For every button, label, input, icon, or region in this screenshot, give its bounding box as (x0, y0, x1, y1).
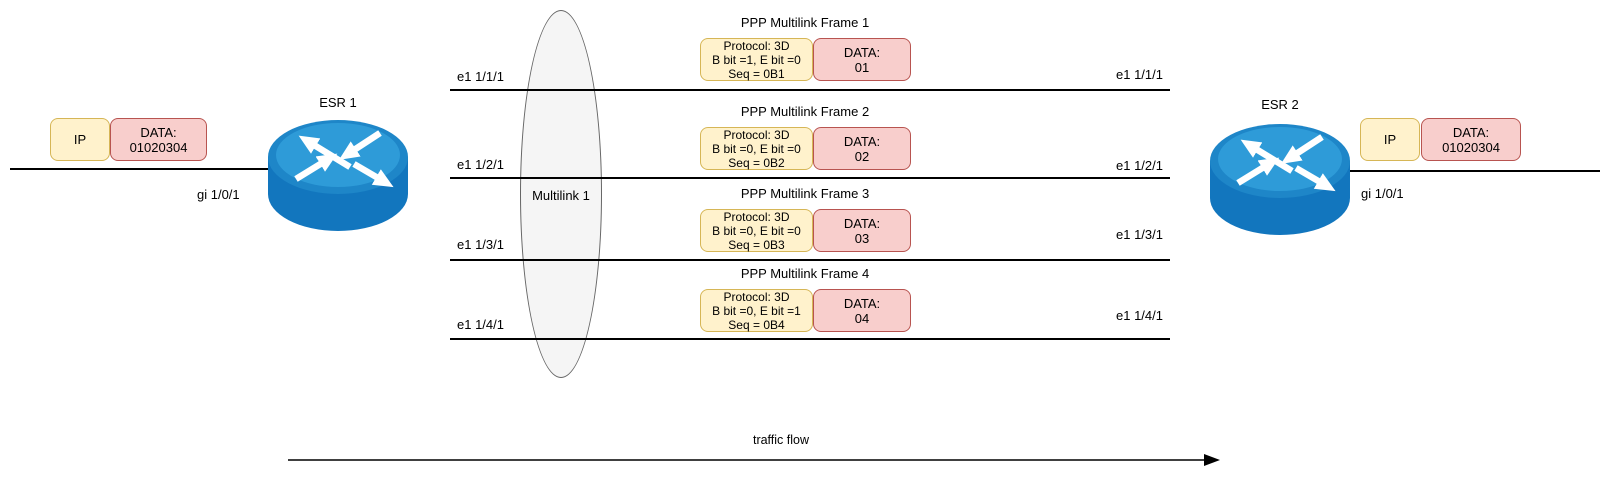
data-label: DATA: (1452, 124, 1490, 140)
seq-field: Seq = 0B3 (728, 237, 785, 252)
link-label-right-2: e1 1/2/1 (1116, 158, 1163, 173)
protocol-field: Protocol: 3D (723, 38, 790, 53)
link-line-3 (450, 259, 1170, 261)
link-label-right-3: e1 1/3/1 (1116, 227, 1163, 242)
frame-title-1: PPP Multilink Frame 1 (740, 15, 870, 30)
left-ip-header-box: IP (50, 118, 110, 161)
link-label-left-2: e1 1/2/1 (457, 157, 504, 172)
data-label: DATA: (843, 44, 881, 60)
data-value: 01 (854, 59, 870, 75)
frame-data-box-4: DATA: 04 (813, 289, 911, 332)
protocol-field: Protocol: 3D (723, 127, 790, 142)
frame-protocol-box-3: Protocol: 3D B bit =0, E bit =0 Seq = 0B… (700, 209, 813, 252)
data-value: 01020304 (1442, 139, 1500, 155)
link-label-left-3: e1 1/3/1 (457, 237, 504, 252)
link-line-4 (450, 338, 1170, 340)
left-access-link-line (10, 168, 270, 170)
traffic-flow-label: traffic flow (752, 433, 810, 447)
multilink-bundle-ellipse (520, 10, 602, 378)
frame-data-box-2: DATA: 02 (813, 127, 911, 170)
be-bits-field: B bit =0, E bit =0 (712, 141, 801, 156)
data-label: DATA: (140, 124, 177, 140)
link-line-1 (450, 89, 1170, 91)
be-bits-field: B bit =0, E bit =0 (712, 223, 801, 238)
seq-field: Seq = 0B4 (728, 317, 785, 332)
frame-data-box-3: DATA: 03 (813, 209, 911, 252)
router-icon (268, 120, 408, 231)
frame-protocol-box-1: Protocol: 3D B bit =1, E bit =0 Seq = 0B… (700, 38, 813, 81)
seq-field: Seq = 0B2 (728, 155, 785, 170)
link-line-2 (450, 177, 1170, 179)
left-router-label: ESR 1 (319, 95, 357, 110)
data-label: DATA: (843, 133, 881, 149)
frame-title-3: PPP Multilink Frame 3 (740, 186, 870, 201)
be-bits-field: B bit =0, E bit =1 (712, 303, 801, 318)
right-ip-header-box: IP (1360, 118, 1420, 161)
ip-header-label: IP (73, 132, 87, 147)
router-icon (1210, 124, 1350, 235)
frame-title-4: PPP Multilink Frame 4 (740, 266, 870, 281)
link-label-right-4: e1 1/4/1 (1116, 308, 1163, 323)
data-value: 02 (854, 148, 870, 164)
link-label-left-1: e1 1/1/1 (457, 69, 504, 84)
frame-data-box-1: DATA: 01 (813, 38, 911, 81)
protocol-field: Protocol: 3D (723, 209, 790, 224)
multilink-label: Multilink 1 (532, 188, 590, 203)
link-label-right-1: e1 1/1/1 (1116, 67, 1163, 82)
right-interface-label: gi 1/0/1 (1361, 186, 1404, 201)
right-router-label: ESR 2 (1261, 97, 1299, 112)
frame-title-2: PPP Multilink Frame 2 (740, 104, 870, 119)
right-ip-data-box: DATA: 01020304 (1421, 118, 1521, 161)
right-access-link-line (1350, 170, 1600, 172)
data-label: DATA: (843, 295, 881, 311)
data-value: 01020304 (129, 139, 188, 155)
protocol-field: Protocol: 3D (723, 289, 790, 304)
left-interface-label: gi 1/0/1 (197, 187, 240, 202)
frame-protocol-box-2: Protocol: 3D B bit =0, E bit =0 Seq = 0B… (700, 127, 813, 170)
data-value: 03 (854, 230, 870, 246)
data-label: DATA: (843, 215, 881, 231)
data-value: 04 (854, 310, 870, 326)
seq-field: Seq = 0B1 (728, 66, 785, 81)
left-ip-data-box: DATA: 01020304 (110, 118, 207, 161)
link-label-left-4: e1 1/4/1 (457, 317, 504, 332)
be-bits-field: B bit =1, E bit =0 (712, 52, 801, 67)
frame-protocol-box-4: Protocol: 3D B bit =0, E bit =1 Seq = 0B… (700, 289, 813, 332)
ip-header-label: IP (1383, 132, 1397, 147)
traffic-flow-arrow (288, 454, 1220, 466)
